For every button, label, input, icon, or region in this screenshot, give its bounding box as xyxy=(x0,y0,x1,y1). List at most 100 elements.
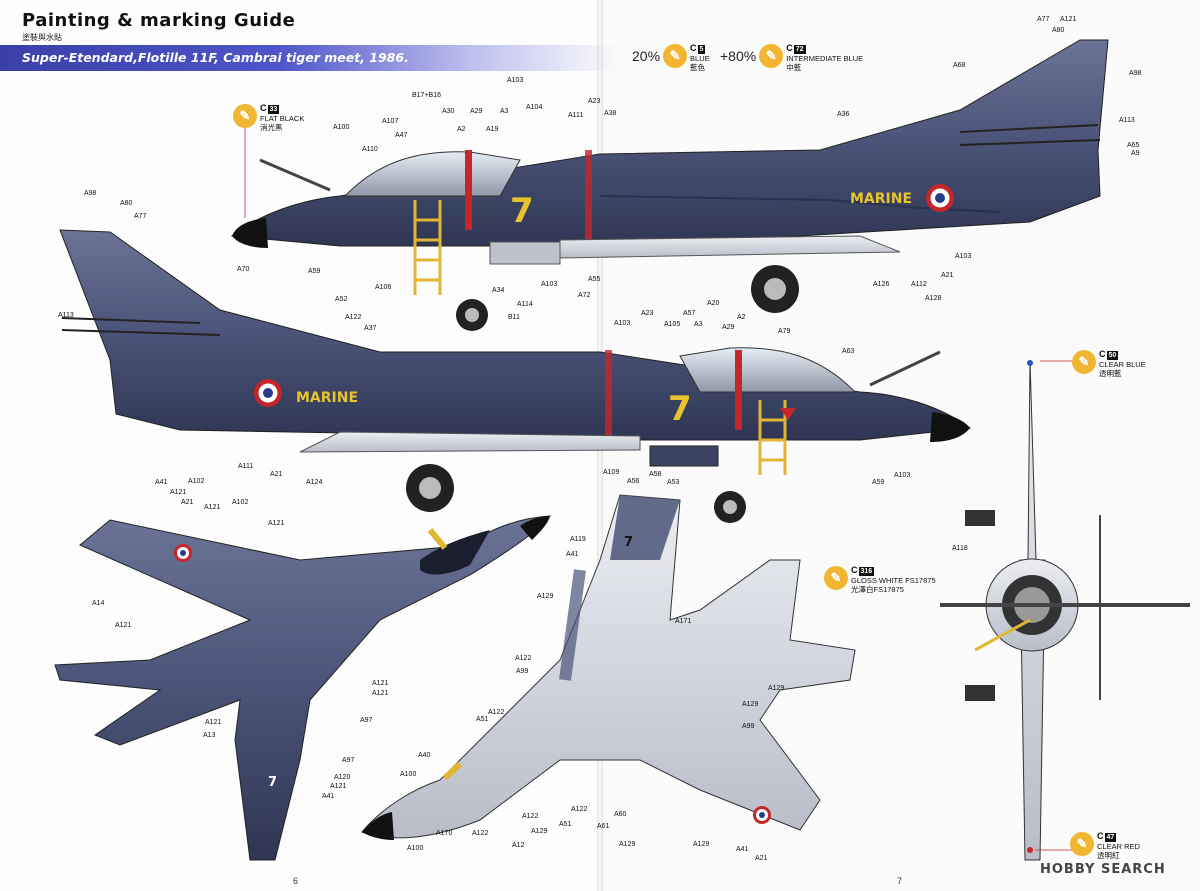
bottom-view: 7 xyxy=(361,494,856,840)
callout: A171 xyxy=(675,618,692,625)
callout: A41 xyxy=(322,793,335,800)
callout: A121 xyxy=(372,680,389,687)
paint-intermediate-cn: 中藍 xyxy=(786,63,802,72)
callout: A122 xyxy=(571,806,588,813)
callout: A107 xyxy=(382,118,399,125)
callout: A30 xyxy=(442,108,455,115)
callout: A21 xyxy=(181,499,194,506)
callout: A21 xyxy=(270,471,283,478)
callout: A19 xyxy=(486,126,499,133)
callout: A113 xyxy=(58,312,74,319)
callout: A121 xyxy=(1060,16,1077,23)
callout: A41 xyxy=(155,479,168,486)
callout: A58 xyxy=(649,471,662,478)
callout: A68 xyxy=(953,62,966,69)
brush-icon: ✎ xyxy=(233,104,257,128)
scheme-banner: Super-Etendard,Flotille 11F, Cambrai tig… xyxy=(0,45,620,71)
paint-blue-code: C xyxy=(690,43,697,53)
callout: A129 xyxy=(742,701,759,708)
callout: A59 xyxy=(308,268,321,275)
callout: A120 xyxy=(334,774,351,781)
top-view: 7 xyxy=(54,515,552,861)
callout: A128 xyxy=(925,295,942,302)
callout: A106 xyxy=(375,284,392,291)
paint-black-cn: 消光黑 xyxy=(260,123,283,132)
callout: A100 xyxy=(400,771,417,778)
paint-black-code: C xyxy=(260,103,267,113)
callout: A129 xyxy=(537,593,554,600)
callout: A97 xyxy=(360,717,373,724)
callout: B11 xyxy=(508,314,520,321)
callout: A59 xyxy=(872,479,885,486)
callout: A53 xyxy=(667,479,680,486)
callout: A103 xyxy=(507,77,524,84)
callout: A98 xyxy=(84,190,97,197)
bottom-wing-number: 7 xyxy=(624,535,633,550)
callout: A38 xyxy=(604,110,617,117)
paint-blue-percent: 20% xyxy=(632,48,661,64)
callout: A72 xyxy=(578,292,591,299)
paint-intermediate-percent: +80% xyxy=(720,48,757,64)
callout: A121 xyxy=(204,504,221,511)
callout: A3 xyxy=(694,321,703,328)
callout: A52 xyxy=(335,296,348,303)
paint-clearblue-cn: 透明藍 xyxy=(1099,369,1122,378)
callout: A121 xyxy=(205,719,222,726)
callout: A79 xyxy=(778,328,791,335)
callout: A36 xyxy=(837,111,850,118)
callout: A170 xyxy=(436,830,453,837)
callout: A98 xyxy=(1129,70,1142,77)
callout: A2 xyxy=(457,126,466,133)
side-view-left-facing: MARINE 7 xyxy=(230,39,1109,331)
callout: A41 xyxy=(566,551,579,558)
callout: A61 xyxy=(597,823,610,830)
callout: A77 xyxy=(134,213,147,220)
top-wing-number: 7 xyxy=(268,775,277,790)
paint-intermediate-name: INTERMEDIATE BLUE xyxy=(786,54,864,63)
callout: A121 xyxy=(372,690,389,697)
callout: A102 xyxy=(188,478,205,485)
callout: A111 xyxy=(568,112,584,119)
callout: A63 xyxy=(842,348,855,355)
callout: A121 xyxy=(268,520,285,527)
paint-clearblue-code: C xyxy=(1099,349,1106,359)
watermark: HOBBY SEARCH xyxy=(1040,862,1166,877)
callout: A60 xyxy=(614,811,627,818)
callout: A121 xyxy=(115,622,132,629)
paint-black-num: 33 xyxy=(267,105,280,114)
callout: A103 xyxy=(955,253,972,260)
paint-clearred-num: 47 xyxy=(1104,833,1117,842)
callout: A113 xyxy=(1119,117,1135,124)
callout: A129 xyxy=(768,685,785,692)
callout: A20 xyxy=(707,300,720,307)
callout: A122 xyxy=(515,655,532,662)
paint-black-name: FLAT BLACK xyxy=(260,114,305,123)
paint-white-name: GLOSS WHITE FS17875 xyxy=(851,576,936,585)
callout: A57 xyxy=(683,310,696,317)
callout: A80 xyxy=(1052,27,1065,34)
callout: A70 xyxy=(237,266,250,273)
callout: A65 xyxy=(1127,142,1140,149)
scheme-title: Super-Etendard,Flotille 11F, Cambrai tig… xyxy=(22,50,409,65)
callout: A114 xyxy=(517,301,533,308)
paint-white-cn: 光澤白FS17875 xyxy=(851,585,904,594)
callout: A29 xyxy=(470,108,483,115)
callout: A97 xyxy=(342,757,355,764)
paint-blue-num: 5 xyxy=(697,45,706,54)
callout: A3 xyxy=(500,108,509,115)
callout: A111 xyxy=(238,463,254,470)
callout: A112 xyxy=(911,281,927,288)
tail-number-1: 7 xyxy=(510,191,534,231)
page-number-left: 6 xyxy=(293,876,299,886)
brush-icon: ✎ xyxy=(663,44,688,68)
callout: A122 xyxy=(522,813,539,820)
callout: A121 xyxy=(330,783,347,790)
callout: A110 xyxy=(362,146,378,153)
callout: A105 xyxy=(664,321,681,328)
